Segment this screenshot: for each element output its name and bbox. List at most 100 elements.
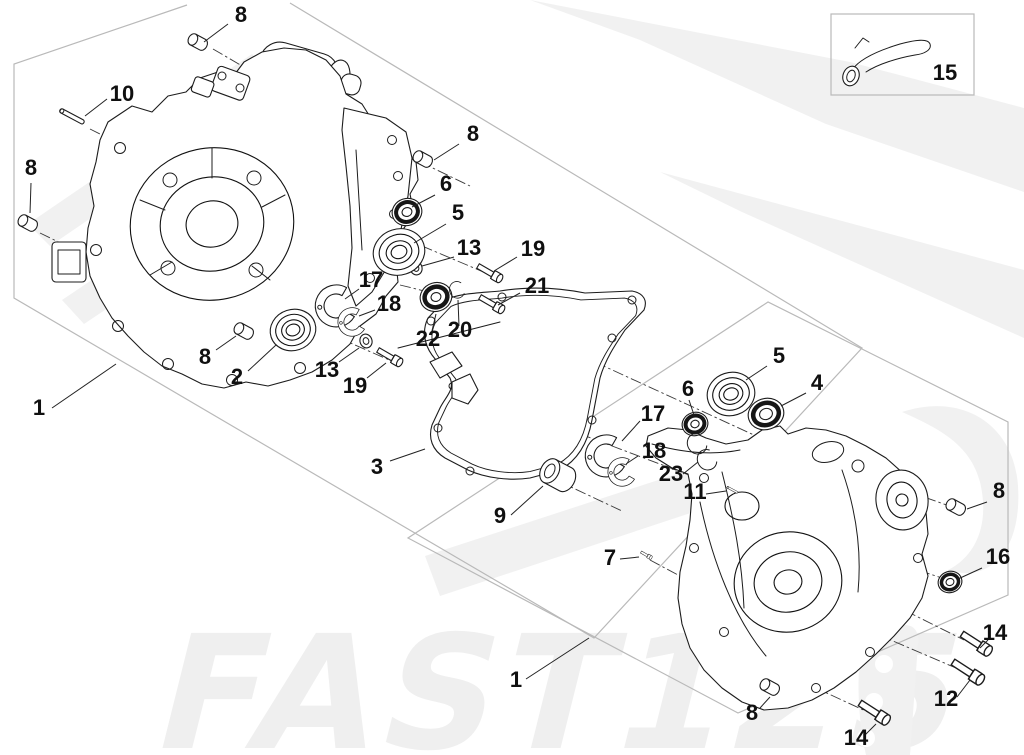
part-number-label: 13 [457,235,481,260]
part-number-label: 2 [231,364,243,389]
part-number-label: 14 [983,620,1008,645]
callout-leader-line [497,292,521,306]
right-crankcase-outline [645,425,929,711]
screw-drawing [639,549,654,561]
callout-leader-line [366,362,387,379]
part-number-label: 17 [359,267,383,292]
mounting-plate-drawing [341,107,413,307]
part-number-label: 13 [315,357,339,382]
part-number-label: 23 [659,461,683,486]
part-number-label: 18 [377,291,401,316]
part-number-label: 8 [235,2,247,27]
part-number-label: 10 [110,81,134,106]
watermark-glyph [858,624,919,755]
callout-leader-line [430,313,437,336]
part-number-label: 4 [811,370,824,395]
callout-leader-line [203,23,229,43]
hardware-parts [15,31,995,728]
left-group-frame [13,2,863,639]
breather-pipe-drawing [842,37,931,87]
callout-leader-line [358,309,376,317]
crank-chamber-drawing [129,147,295,301]
part-number-label: 6 [440,171,452,196]
callout-leader-line [457,299,460,327]
callout-leader-line [411,194,436,208]
callout-leader-line [525,637,590,680]
bolt-drawing [375,345,405,369]
part-number-label: 5 [452,200,464,225]
callout-leader-line [29,182,32,214]
pin-drawing [58,107,86,126]
watermark-swoosh [530,0,1024,192]
watermark-swoosh [425,456,748,596]
callout-leader-line [705,490,727,495]
clutch-boss-drawing [733,531,843,633]
part-number-label: 3 [371,454,383,479]
roller-bearing-drawing [539,458,577,493]
callout-leader-line [682,461,699,475]
bearing-shell-drawing [580,431,627,483]
bearing-drawing [269,308,317,352]
part-number-label: 9 [494,503,506,528]
right-crankcase-drawing [645,425,929,711]
callout-leader-line [621,420,641,442]
callout-leader-line [780,392,807,407]
part-number-label: 20 [448,317,472,342]
callout-leader-line [956,679,971,698]
bolt-drawing [475,261,505,285]
bearing-drawing [706,371,756,417]
callout-leader-line [759,696,771,709]
callout-leader-line [979,639,989,649]
part-number-label: 12 [934,686,958,711]
callout-leader-line [619,556,640,560]
part-number-label: 19 [521,236,545,261]
part-number-label: 18 [642,438,666,463]
callout-leader-line [745,365,768,381]
callout-leader-line [863,723,877,737]
callout-leader-line [421,256,455,267]
callout-leader-line [338,347,360,363]
callout-leader-line [413,223,447,244]
callout-leader-line [389,448,426,462]
part-number-label: 16 [986,544,1010,569]
part-number-label: 8 [467,121,479,146]
part-number-label: 14 [844,725,869,750]
watermark-swoosh [902,406,1019,574]
part-number-label: 5 [773,343,785,368]
seal-drawing [419,281,453,313]
callout-leader-line [966,501,988,510]
part-number-label: 1 [510,667,522,692]
part-number-label: 8 [25,155,37,180]
watermark-glyph-hole [857,729,875,747]
part-number-label: 6 [682,376,694,401]
left-crankcase-drawing [51,41,501,405]
part-number-label: 22 [416,326,440,351]
bushing-drawing [943,496,968,518]
pump-boss-drawing [875,469,929,531]
callout-leader-line [688,399,695,416]
part-number-label: 8 [199,344,211,369]
callout-leader-line [957,567,983,580]
watermark-glyph-hole [875,655,893,673]
callout-leader-line [493,256,518,272]
callout-leader-line [247,344,277,372]
bearing-drawing [747,397,785,431]
part-number-label: 1 [33,395,45,420]
bushing-drawing [185,31,210,53]
bearing-drawing [372,228,426,276]
callout-leader-line [433,143,460,161]
part-number-label: 11 [683,479,706,504]
inset-box [830,13,975,96]
part-number-label: 19 [343,373,367,398]
seal-drawing [681,411,709,437]
center-gasket-drawing [423,287,646,480]
part-number-label: 8 [746,700,758,725]
callout-leader-line [51,363,117,409]
part-number-label: 21 [525,273,549,298]
callout-leader-line [84,98,108,117]
part-number-label: 15 [933,60,957,85]
watermark-swoosh [660,172,1024,338]
